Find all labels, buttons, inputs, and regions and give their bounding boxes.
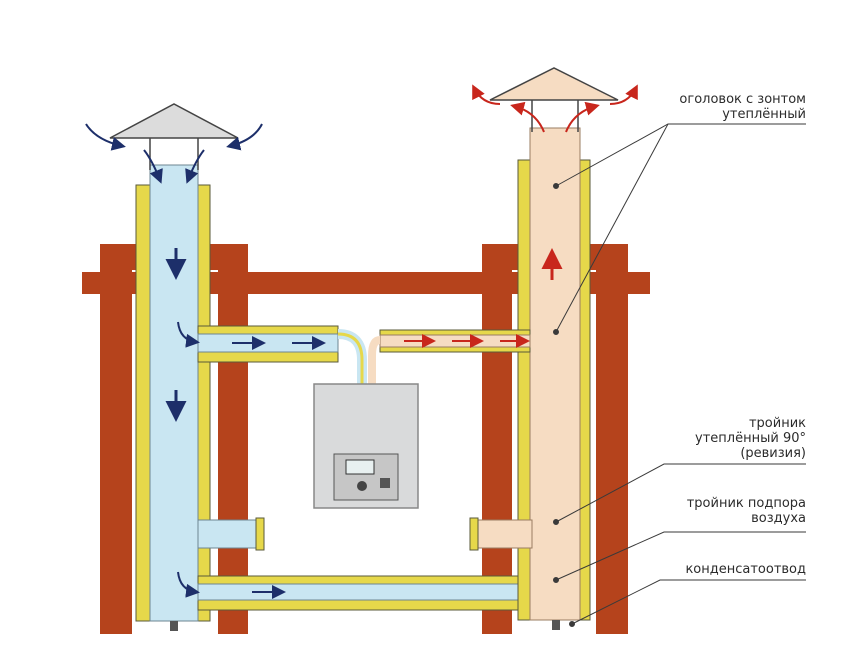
lower-branch-channel <box>197 583 539 601</box>
boiler-display <box>345 459 375 475</box>
flow-arrow-icon <box>609 84 638 105</box>
leader-cap-2 <box>555 123 669 333</box>
hot-gas-flow <box>404 84 638 348</box>
label-tee-revision-line1: тройник <box>748 416 806 431</box>
flow-arrow-icon <box>510 101 545 133</box>
label-tee-revision-line3: (ревизия) <box>740 446 806 461</box>
cold-connector-outline <box>337 332 364 384</box>
exhaust-tee-stub <box>475 519 533 549</box>
boiler-button <box>380 478 390 488</box>
inner-right-post <box>482 246 512 634</box>
intake-cap-roof <box>109 103 239 139</box>
label-tee-air-line1: тройник подпора <box>686 496 806 511</box>
exhaust-cap-roof <box>489 67 619 101</box>
leader-cap <box>555 123 806 187</box>
label-tee-revision: тройник утеплённый 90° (ревизия) <box>695 416 806 461</box>
exhaust-chimney <box>379 127 591 630</box>
flow-arrow-icon <box>143 149 163 184</box>
umbrella-cap-icon <box>489 67 619 132</box>
boiler-connectors <box>337 329 381 384</box>
exhaust-condensate-tip <box>552 620 560 630</box>
leader-air <box>555 531 806 581</box>
left-wall-post <box>100 246 132 634</box>
leader-condensate <box>571 579 806 625</box>
umbrella-cap-icon <box>109 103 239 170</box>
flow-arrow-icon <box>85 123 126 151</box>
exhaust-tee-plug <box>469 517 479 551</box>
boiler-icon <box>313 383 419 509</box>
label-cap-line1: оголовок с зонтом <box>679 92 806 107</box>
intake-pipe-channel <box>149 164 199 622</box>
label-leaders <box>553 123 806 627</box>
intake-tee-plug <box>255 517 265 551</box>
boiler-knob <box>357 481 367 491</box>
label-tee-air-line2: воздуха <box>751 511 806 526</box>
label-tee-air: тройник подпора воздуха <box>687 496 806 526</box>
flow-arrow-icon <box>565 101 600 133</box>
building-frame <box>82 244 650 634</box>
inner-left-post <box>218 246 248 634</box>
flow-arrow-icon <box>177 571 200 598</box>
label-tee-revision-line2: утеплённый 90° <box>695 431 806 446</box>
leader-dot-air <box>553 577 559 583</box>
intake-tee-stub <box>197 519 259 549</box>
leader-dot-branch <box>553 329 559 335</box>
intake-condensate-tip <box>170 621 178 631</box>
hot-connector <box>368 336 381 384</box>
leader-revision <box>555 463 806 523</box>
flow-arrow-icon <box>177 321 200 348</box>
leader-dot-revision <box>553 519 559 525</box>
right-wall-post <box>596 246 628 634</box>
cold-air-flow <box>85 123 326 599</box>
label-condensate: конденсатоотвод <box>685 562 806 577</box>
label-cap: оголовок с зонтом утеплённый <box>679 92 806 122</box>
leader-dot-condensate <box>569 621 575 627</box>
intake-chimney <box>135 164 539 631</box>
exhaust-pipe-channel <box>529 127 581 621</box>
flow-arrow-icon <box>226 123 263 151</box>
label-cap-line2: утеплённый <box>722 107 806 122</box>
flow-arrow-icon <box>185 149 205 184</box>
leader-dot-cap <box>553 183 559 189</box>
label-condensate-line1: конденсатоотвод <box>685 562 806 577</box>
flow-arrow-icon <box>472 84 501 105</box>
